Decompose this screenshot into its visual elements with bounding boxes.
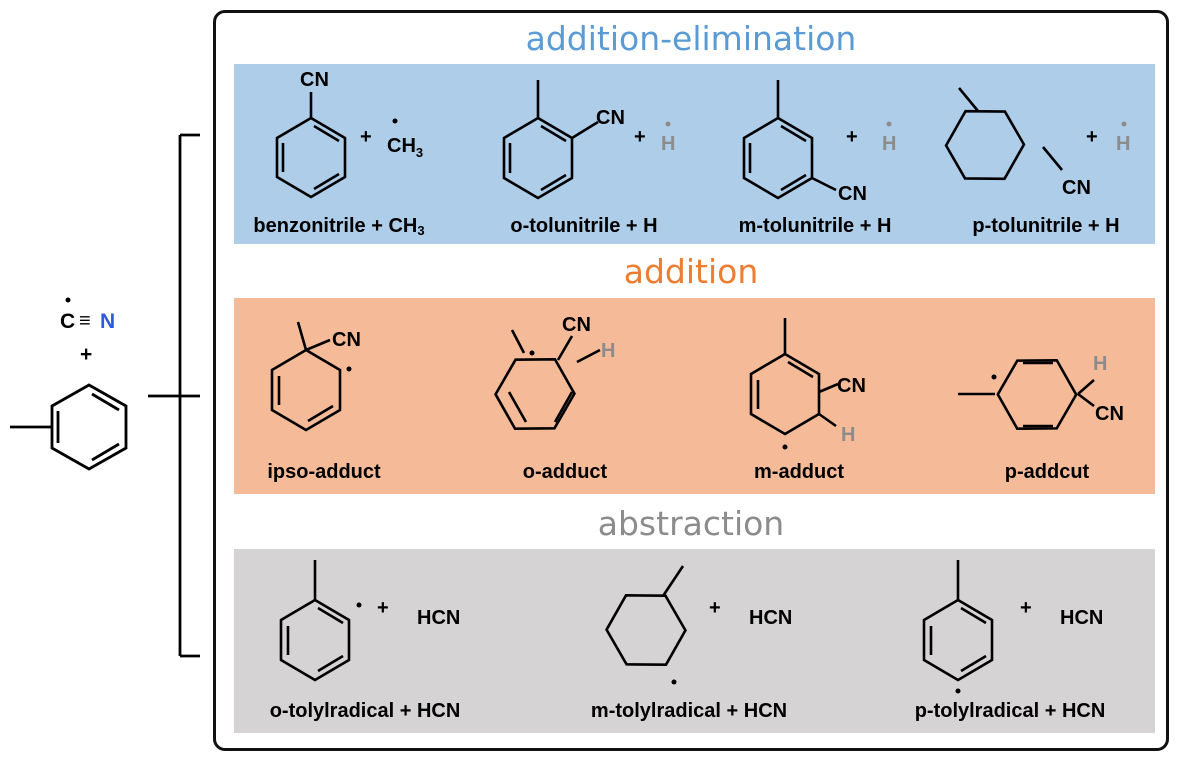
label-o-adduct: o-adduct: [522, 461, 608, 483]
m-tolunitrile-h: H: [882, 133, 896, 155]
products-frame: [213, 10, 1169, 751]
o-adduct-cn: CN: [562, 314, 591, 336]
m-tolunitrile-cn: CN: [838, 183, 867, 205]
m-tolunitrile-plus: +: [846, 126, 858, 148]
title-addition-elimination: addition-elimination: [525, 19, 857, 58]
h-radical-dot-1: [665, 121, 671, 127]
p-addcut-structure: [958, 358, 1095, 431]
toluene-molecule: [10, 383, 128, 471]
m-adduct-structure: [749, 318, 839, 436]
m-tolunitrile-structure: [742, 80, 837, 200]
band-addition: [234, 298, 1155, 494]
m-tolyl-radical-dot: [671, 679, 677, 685]
benzonitrile-structure: [275, 92, 347, 199]
label-m-tolunitrile: m-tolunitrile + H: [738, 215, 892, 237]
benzonitrile-plus: +: [360, 126, 372, 148]
o-adduct-radical-dot: [529, 350, 535, 356]
p-tolyl-plus: +: [1020, 597, 1032, 619]
o-adduct-h: H: [601, 340, 615, 362]
m-adduct-h: H: [841, 424, 855, 446]
h-radical-dot-3: [1121, 121, 1127, 127]
title-addition: addition: [623, 252, 759, 291]
ipso-adduct-structure: [270, 321, 342, 432]
p-tolunitrile-plus: +: [1086, 126, 1098, 148]
p-tolunitrile-cn: CN: [1062, 177, 1091, 199]
p-tolyl-hcn: HCN: [1060, 607, 1103, 629]
o-tolylradical-structure: [279, 560, 351, 682]
benzonitrile-cn: CN: [300, 69, 329, 91]
reactants-panel: C ≡ N +: [10, 133, 200, 658]
p-addcut-radical-dot: [991, 374, 997, 380]
branch-arrows: [148, 133, 200, 658]
label-p-tolunitrile: p-tolunitrile + H: [972, 215, 1120, 237]
o-tolunitrile-plus: +: [634, 126, 646, 148]
reactant-plus: +: [80, 343, 92, 366]
m-adduct-cn: CN: [837, 375, 866, 397]
methyl-radical-dot: [392, 118, 398, 124]
h-radical-dot-2: [886, 121, 892, 127]
label-m-adduct: m-adduct: [754, 461, 844, 483]
m-tolyl-hcn: HCN: [749, 607, 792, 629]
o-tolyl-plus: +: [377, 597, 389, 619]
p-addcut-cn: CN: [1095, 403, 1124, 425]
m-tolylradical-structure: [605, 565, 687, 666]
o-adduct-structure: [494, 329, 601, 430]
label-p-addcut: p-addcut: [1004, 461, 1090, 483]
ipso-adduct-cn: CN: [332, 329, 361, 351]
o-tolyl-hcn: HCN: [417, 607, 460, 629]
m-tolyl-plus: +: [709, 597, 721, 619]
radical-dot: [65, 297, 71, 303]
label-benzonitrile: benzonitrile + CH3: [253, 215, 425, 238]
reactant-nitrogen: N: [100, 310, 115, 333]
o-tolyl-radical-dot: [356, 602, 362, 608]
ipso-radical-dot: [346, 366, 352, 372]
o-tolunitrile-h: H: [661, 133, 675, 155]
o-tolunitrile-structure: [502, 80, 599, 200]
title-abstraction: abstraction: [597, 504, 785, 543]
label-ipso-adduct: ipso-adduct: [267, 461, 381, 483]
label-o-tolylradical: o-tolylradical + HCN: [269, 700, 461, 722]
reactant-triple-bond: ≡: [79, 310, 91, 332]
band-addition-elimination: [234, 64, 1155, 244]
label-o-tolunitrile: o-tolunitrile + H: [510, 215, 658, 237]
band-abstraction: [234, 549, 1155, 733]
m-adduct-radical-dot: [782, 444, 788, 450]
p-tolyl-radical-dot: [955, 688, 961, 694]
label-p-tolylradical: p-tolylradical + HCN: [914, 700, 1106, 722]
reactant-carbon: C: [60, 310, 75, 333]
methyl-partner: CH3: [387, 135, 423, 160]
p-tolunitrile-structure: [944, 87, 1064, 181]
p-addcut-h: H: [1093, 353, 1107, 375]
p-tolylradical-structure: [922, 560, 994, 682]
label-m-tolylradical: m-tolylradical + HCN: [590, 700, 788, 722]
o-tolunitrile-cn: CN: [596, 107, 625, 129]
p-tolunitrile-h: H: [1116, 133, 1130, 155]
